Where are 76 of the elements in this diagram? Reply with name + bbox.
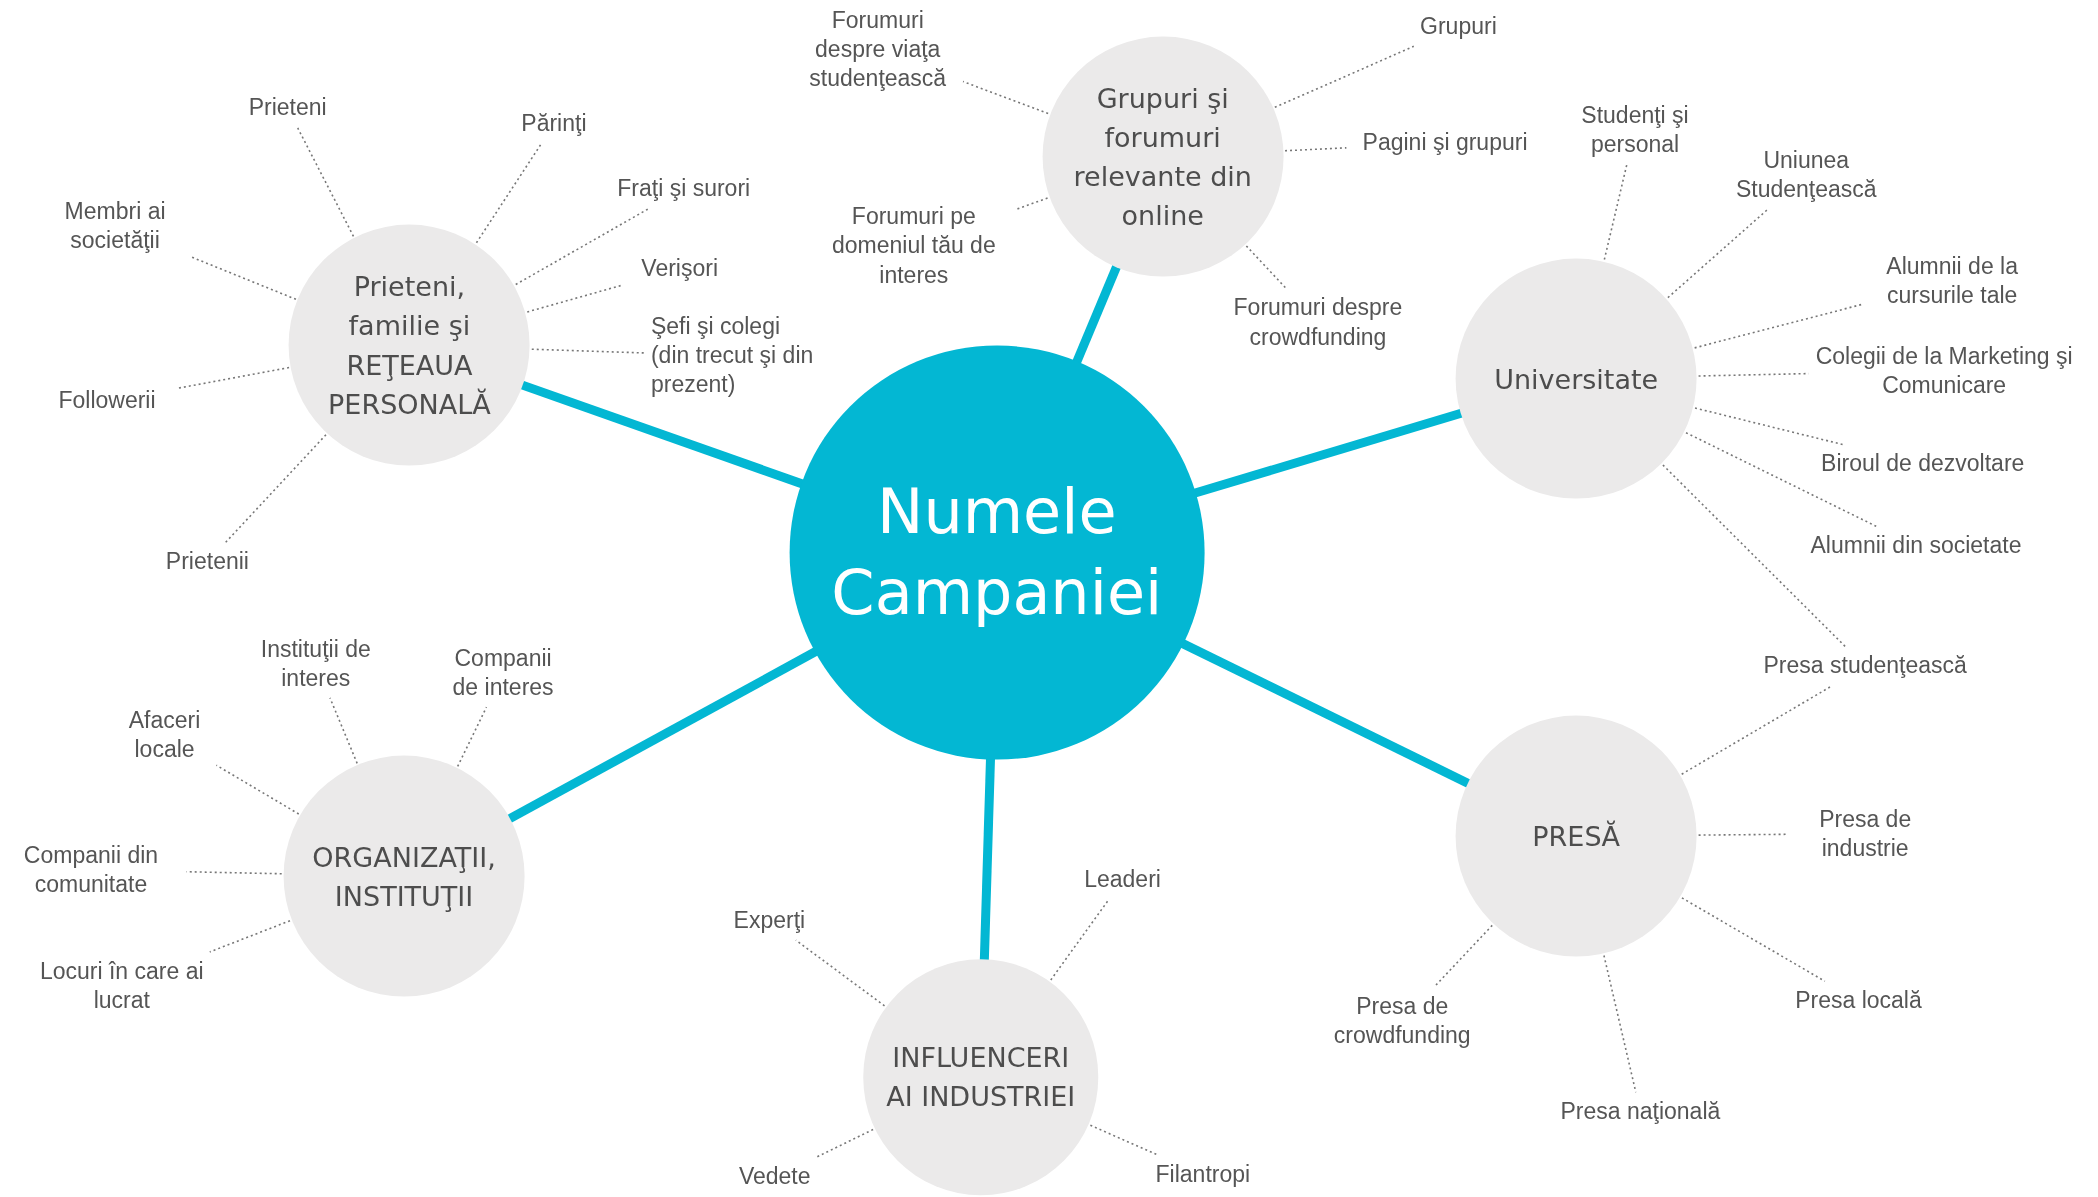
- audience-label: Biroul de dezvoltare: [1805, 449, 2040, 479]
- connector-line: [1072, 264, 1122, 365]
- leader-line: [814, 1128, 874, 1159]
- audience-label: Presa naţională: [1546, 1097, 1735, 1127]
- leader-line: [178, 366, 290, 389]
- audience-label: Vedete: [727, 1162, 822, 1193]
- audience-label: Pagini şi grupuri: [1351, 128, 1539, 158]
- leader-line: [456, 706, 488, 768]
- audience-label: Companii din comunitate: [0, 840, 182, 899]
- audience-label: Grupuri: [1391, 12, 1526, 42]
- leader-line: [962, 80, 1049, 115]
- audience-label: Fraţi şi surori: [603, 174, 764, 204]
- leader-line: [1681, 897, 1826, 983]
- leader-line: [1015, 197, 1049, 211]
- audience-label: Uniunea Studenţească: [1726, 146, 1887, 205]
- leader-line: [1245, 245, 1287, 290]
- leader-line: [185, 870, 283, 875]
- leader-line: [526, 284, 622, 313]
- audience-label: Alumnii din societate: [1792, 531, 2040, 561]
- leader-line: [1680, 685, 1833, 775]
- audience-label: Forumuri despre crowdfunding: [1217, 293, 1419, 352]
- audience-label: Verişori: [626, 254, 734, 284]
- audience-label: Filantropi: [1142, 1160, 1264, 1190]
- audience-label: Forumuri pe domeniul tău de interes: [816, 202, 1011, 290]
- audience-label: Prieteni: [227, 93, 348, 123]
- campaign-title: Numele Campaniei: [830, 474, 1164, 631]
- topic-label: ORGANIZAŢII, INSTITUŢII: [311, 840, 497, 914]
- connector-line: [1192, 408, 1465, 498]
- leader-line: [208, 919, 291, 953]
- topic-label: Grupuri şi forumuri relevante din online: [1072, 81, 1253, 233]
- topic-label: INFLUENCERI AI INDUSTRIEI: [885, 1040, 1077, 1115]
- leader-line: [1662, 464, 1847, 648]
- leader-line: [1694, 407, 1845, 446]
- topic-label: Prieteni, familie şi REŢEAUA PERSONALĂ: [327, 269, 492, 422]
- audience-label: Afaceri locale: [117, 705, 212, 764]
- audience-label: Studenţi şi personal: [1568, 100, 1702, 159]
- audience-label: Părinţi: [500, 109, 608, 139]
- audience-label: Followerii: [40, 386, 174, 416]
- audience-label: Locuri în care ai lucrat: [38, 956, 206, 1016]
- connector-line: [519, 380, 805, 489]
- topic-label: PRESĂ: [1532, 819, 1620, 854]
- leader-line: [1685, 431, 1877, 528]
- audience-label: Presa locală: [1784, 986, 1933, 1016]
- leader-line: [1050, 899, 1110, 981]
- leader-line: [1433, 924, 1494, 988]
- leader-line: [514, 207, 651, 286]
- leader-line: [296, 127, 355, 238]
- audience-label: Şefi şi colegi (din trecut şi din prezent): [650, 312, 819, 400]
- topic-label: Universitate: [1494, 362, 1659, 397]
- leader-line: [329, 697, 358, 765]
- audience-label: Presa de industrie: [1791, 804, 1939, 863]
- leader-line: [1667, 208, 1769, 299]
- audience-label: Presa studenţească: [1748, 651, 1983, 681]
- audience-label: Instituţii de interes: [252, 634, 380, 693]
- audience-label: Alumnii de la cursurile tale: [1868, 251, 2036, 311]
- audience-label: Leaderi: [1075, 865, 1170, 895]
- leader-line: [1284, 147, 1348, 152]
- leader-line: [224, 433, 327, 544]
- audience-label: Presa de crowdfunding: [1301, 991, 1503, 1051]
- audience-label: Colegii de la Marketing şi Comunicare: [1813, 341, 2075, 400]
- audience-label: Membri ai societăţii: [44, 196, 186, 256]
- connector-line: [979, 757, 996, 962]
- leader-line: [189, 255, 297, 301]
- audience-label: Companii de interes: [439, 643, 567, 703]
- leader-line: [1089, 1124, 1160, 1156]
- leader-line: [1603, 163, 1628, 261]
- connector-line: [1179, 638, 1472, 789]
- leader-line: [1274, 45, 1415, 109]
- leader-line: [475, 143, 542, 244]
- leader-line: [215, 764, 300, 815]
- leader-line: [530, 348, 647, 354]
- audience-label: Experţi: [722, 905, 817, 936]
- audience-label: Prietenii: [140, 547, 275, 577]
- leader-line: [1697, 833, 1788, 836]
- audience-label: Forumuri despre viaţa studenţească: [797, 5, 958, 94]
- leader-line: [795, 939, 886, 1007]
